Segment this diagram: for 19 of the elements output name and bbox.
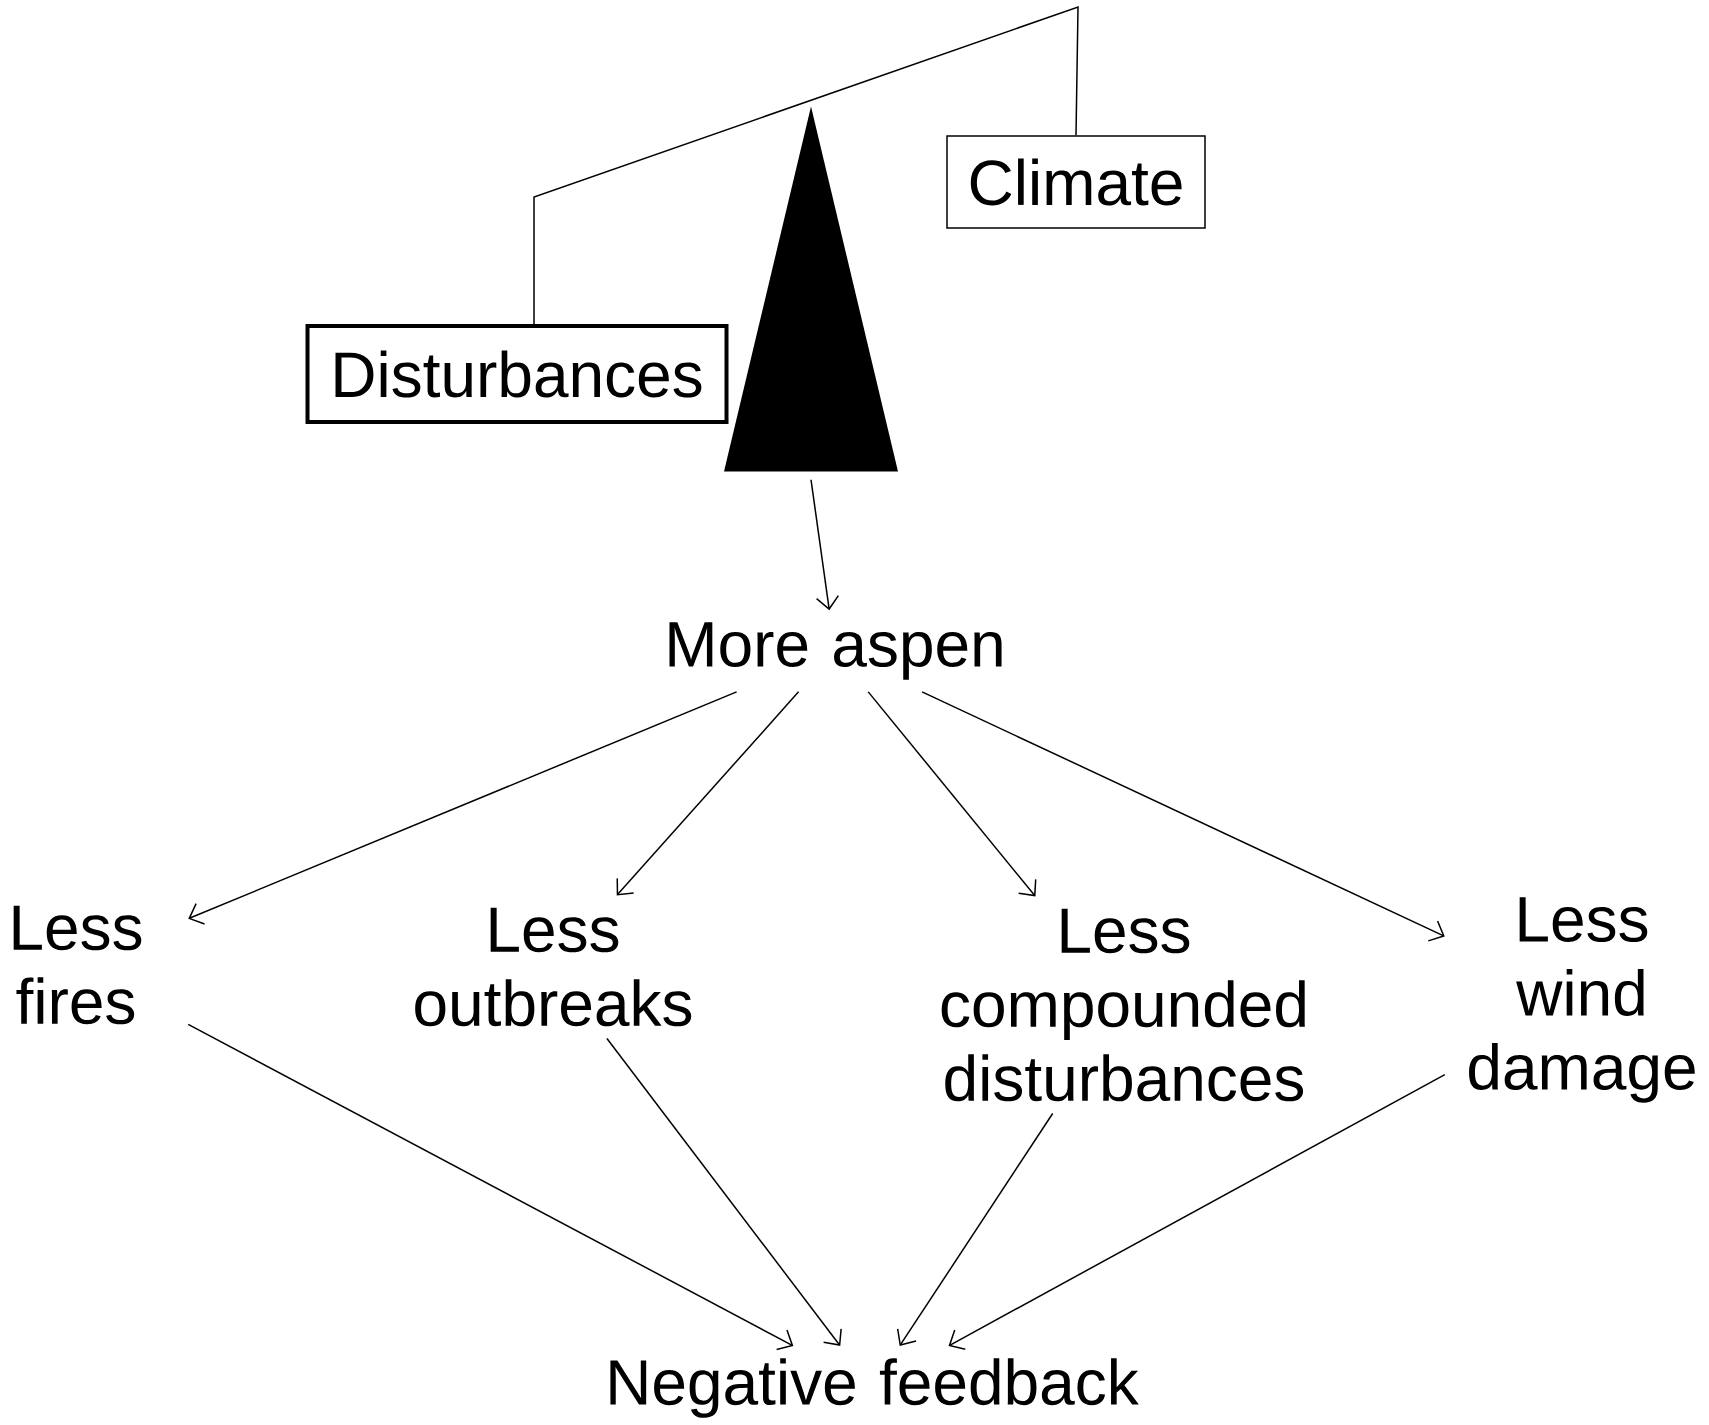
node-text: Less compounded disturbances (941, 908, 1305, 1102)
process-box: Disturbances (305, 324, 729, 424)
process-box: Climate (946, 135, 1206, 229)
arrow (896, 1112, 1054, 1346)
balance-beam (533, 5, 1079, 325)
arrow (948, 1073, 1446, 1351)
node-text: Less wind damage (1469, 897, 1695, 1103)
arrow (810, 479, 840, 611)
fulcrum-triangle (724, 106, 898, 472)
node-text: Less outbreaks (415, 907, 692, 1027)
node-text: More aspen (669, 622, 1002, 680)
arrow (187, 1023, 794, 1351)
arrow (188, 691, 738, 925)
arrow (867, 691, 1037, 897)
arrow (606, 1037, 842, 1346)
arrow (616, 691, 800, 896)
node-text: Less fires (13, 905, 142, 1025)
node-text: Negative feedback (610, 1358, 1139, 1418)
arrow (921, 691, 1445, 942)
